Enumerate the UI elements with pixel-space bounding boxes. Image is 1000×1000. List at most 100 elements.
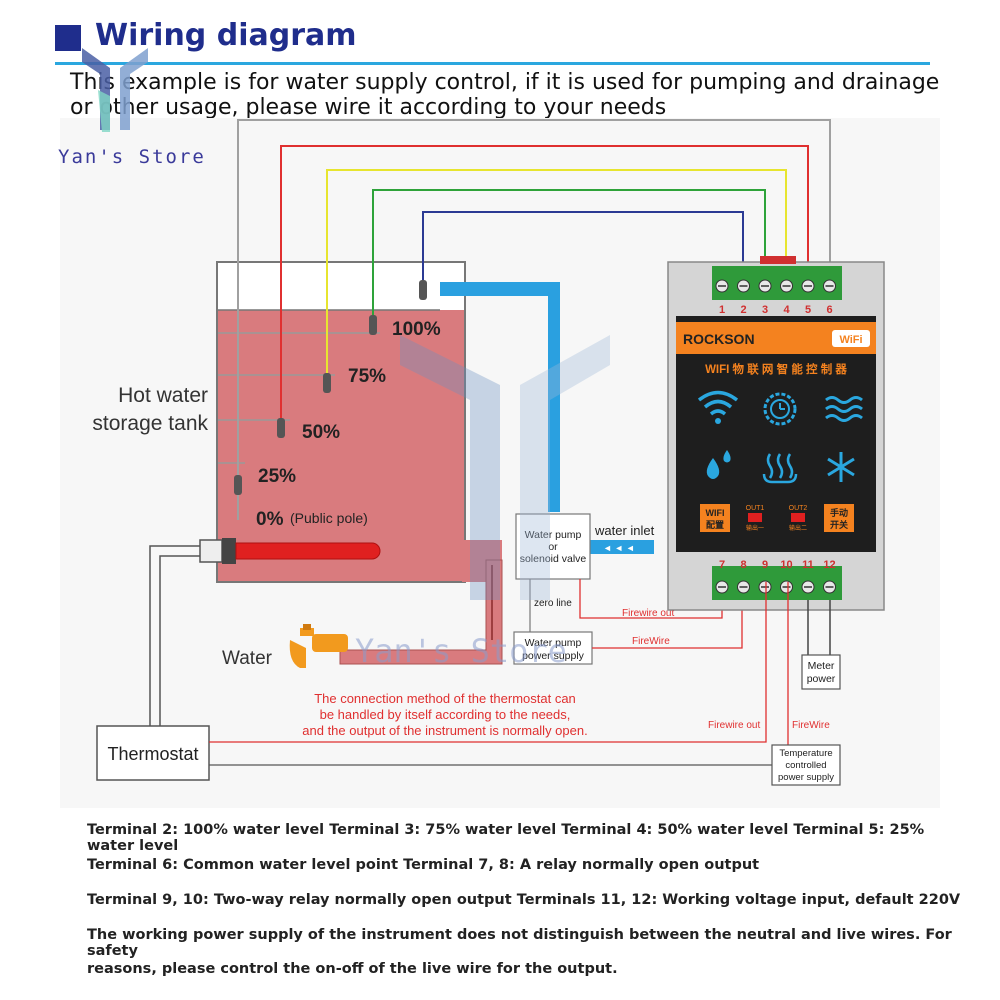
terminal-number: 6	[826, 304, 832, 316]
note-line-4: The working power supply of the instrume…	[87, 927, 952, 959]
wifi-icon	[697, 390, 739, 424]
inlet-pipe	[440, 282, 560, 512]
terminal-number: 1	[719, 304, 725, 316]
pump-label-line1: Water pump	[525, 529, 582, 541]
controller-subtitle: WIFI 物 联 网 智 能 控 制 器	[705, 362, 847, 376]
wire-thermostat-heater-2	[159, 555, 200, 726]
page-title: Wiring diagram	[95, 18, 357, 53]
heater-collar	[222, 538, 236, 564]
controller-brand: ROCKSON	[683, 331, 755, 347]
terminal-number: 4	[783, 304, 790, 316]
top-terminals: 1 2 3 4 5 6	[715, 279, 836, 316]
snowflake-icon	[827, 452, 855, 482]
level-label-0: 0%	[256, 509, 284, 530]
probe-50	[323, 373, 331, 393]
probe-25	[277, 418, 285, 438]
water-waves-icon	[825, 396, 863, 422]
out1-indicator	[748, 513, 762, 522]
tank-label-line2: storage tank	[92, 412, 208, 435]
note-line-1: Terminal 2: 100% water level Terminal 3:…	[87, 822, 925, 854]
thermo-note-line1: The connection method of the thermostat …	[314, 691, 576, 706]
terminal-number: 7	[719, 559, 725, 571]
header-square-icon	[55, 25, 81, 51]
pump-power-line1: Water pump	[525, 637, 582, 649]
terminal-number: 8	[740, 559, 746, 571]
pump-label-line2: or	[548, 541, 558, 553]
heater-connector	[199, 539, 223, 563]
wire-gray-common	[237, 119, 831, 520]
temp-power-line2: controlled	[785, 760, 826, 771]
tank-water	[218, 310, 464, 581]
thermostat-label: Thermostat	[107, 744, 198, 764]
meter-power-line2: power	[807, 673, 836, 685]
level-label-75: 75%	[348, 366, 386, 387]
wire-yellow-50	[326, 169, 787, 385]
out2-sub-label: 输出二	[789, 524, 807, 532]
terminal-number: 12	[823, 559, 835, 571]
controller-red-clip	[760, 256, 796, 264]
note-line-5: reasons, please control the on-off of th…	[87, 961, 618, 977]
pump-label-line3: solenoid valve	[520, 553, 587, 565]
store-logo	[82, 48, 148, 132]
water-inlet-arrows: ◄ ◄ ◄	[603, 543, 635, 553]
meter-power-line1: Meter	[808, 660, 835, 672]
store-name: Yan's Store	[58, 146, 206, 168]
temp-power-box	[771, 744, 841, 786]
water-pump-box	[515, 513, 591, 580]
pump-power-box	[513, 631, 593, 665]
note-line-2: Terminal 6: Common water level point Ter…	[87, 857, 760, 873]
manual-switch-label-1: 手动	[830, 507, 848, 518]
water-drop-icon	[706, 450, 731, 479]
firewire-out-label-2: Firewire out	[708, 720, 760, 731]
water-tap-icon	[289, 624, 348, 668]
pump-power-line2: power supply	[522, 650, 585, 662]
top-terminal-block	[712, 266, 842, 300]
timer-gear-icon	[763, 392, 797, 426]
wire-thermostat-heater-1	[149, 545, 200, 726]
wire-green-75	[372, 189, 766, 322]
terminal-number: 5	[805, 304, 811, 316]
heater-element	[235, 542, 381, 560]
wifi-config-button[interactable]	[700, 504, 730, 532]
water-label: Water	[222, 648, 273, 669]
water-inlet-pipe	[590, 540, 654, 554]
note-line-3: Terminal 9, 10: Two-way relay normally o…	[87, 892, 961, 908]
terminal-number: 9	[762, 559, 768, 571]
out1-sub-label: 输出一	[746, 524, 764, 532]
thermo-note-line2: be handled by itself according to the ne…	[320, 707, 571, 722]
store-watermark-text: Yan's Store	[355, 632, 567, 670]
water-inlet-label: water inlet	[594, 523, 655, 538]
bottom-terminal-block	[712, 566, 842, 600]
wifi-badge-label: WiFi	[839, 334, 862, 346]
store-watermark-logo	[400, 335, 610, 600]
firewire-out-label-1: Firewire out	[622, 608, 674, 619]
manual-switch-label-2: 开关	[830, 519, 848, 530]
meter-power-box	[801, 654, 841, 690]
zero-line-label: zero line	[534, 598, 572, 609]
probe-75	[369, 315, 377, 335]
wire-blue-100	[422, 211, 744, 284]
probe-100	[419, 280, 427, 300]
firewire-label-2: FireWire	[792, 720, 830, 731]
thermostat-box	[96, 725, 210, 781]
out2-label: OUT2	[789, 505, 808, 512]
outlet-pipe	[339, 559, 503, 665]
heating-icon	[762, 453, 798, 484]
bottom-terminals: 7 8 9 10 11 12	[715, 559, 836, 594]
terminal-number: 11	[802, 559, 814, 571]
wire-firewire-out-thermostat	[209, 582, 767, 743]
wire-red-25	[280, 145, 809, 430]
manual-switch-button[interactable]	[824, 504, 854, 532]
tank-label-line1: Hot water	[118, 384, 208, 407]
terminal-number: 3	[762, 304, 768, 316]
terminal-number: 10	[780, 559, 792, 571]
public-pole-label: (Public pole)	[290, 510, 368, 526]
firewire-label-1: FireWire	[632, 636, 670, 647]
wifi-config-label-2: 配置	[706, 520, 724, 530]
out1-label: OUT1	[746, 505, 765, 512]
terminal-number: 2	[740, 304, 746, 316]
temp-power-line1: Temperature	[779, 748, 832, 759]
level-label-100: 100%	[392, 319, 441, 340]
wifi-badge	[832, 330, 870, 347]
